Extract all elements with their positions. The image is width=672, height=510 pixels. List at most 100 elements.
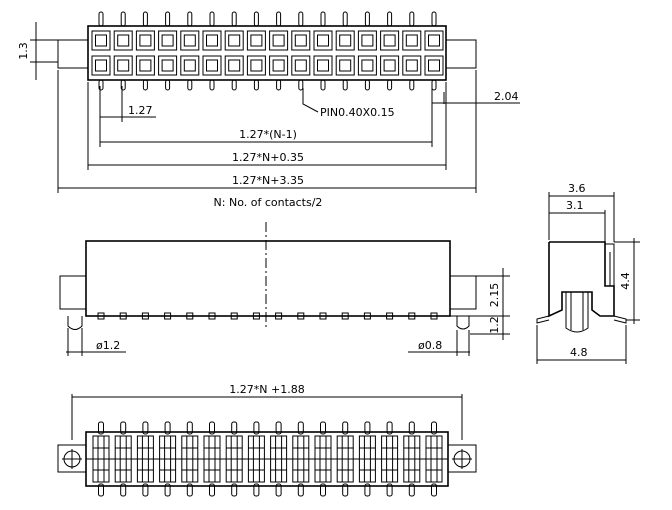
bottom-pin-upper — [98, 421, 104, 435]
top-pin-upper — [187, 11, 193, 27]
front-contact-mark — [408, 312, 416, 320]
top-pin-upper — [320, 11, 326, 27]
top-pin-lower — [165, 79, 171, 91]
dim-pitch-label: 1.27 — [128, 104, 153, 117]
top-pin-lower — [409, 79, 415, 91]
bottom-pin-lower — [120, 483, 127, 497]
top-pin-upper — [431, 11, 437, 27]
dim-peg-right: ø0.8 — [408, 330, 470, 356]
top-pin-lower — [342, 79, 348, 91]
front-peg-right — [456, 316, 470, 330]
front-contact-mark — [164, 312, 172, 320]
bottom-pin-lower — [209, 483, 215, 497]
front-contact-mark — [208, 312, 216, 320]
contact-cell — [246, 30, 266, 51]
bottom-contact-cell — [270, 435, 288, 483]
front-contact-mark — [119, 312, 127, 320]
top-body — [87, 25, 447, 81]
contact-cell — [424, 30, 444, 51]
dim-side-height: 4.4 — [614, 238, 640, 324]
front-peg-left — [67, 316, 83, 330]
mount-hole-right — [452, 449, 472, 469]
dim-pitch-span: 1.27*(N-1) — [99, 104, 433, 147]
top-wing-right — [445, 39, 477, 69]
bottom-pin-upper — [320, 421, 326, 435]
contact-cell — [269, 30, 289, 51]
dim-peg-left-label: ø1.2 — [96, 339, 120, 352]
front-contact-mark — [341, 312, 349, 320]
top-pin-lower — [187, 79, 193, 91]
top-pin-upper — [253, 11, 259, 27]
bottom-pin-lower — [408, 483, 415, 497]
bottom-contact-cell — [336, 435, 354, 483]
top-pin-lower — [253, 79, 259, 91]
dim-base-label: 4.8 — [570, 346, 588, 359]
front-contact-marks — [97, 312, 438, 320]
front-ear-right — [450, 275, 477, 310]
contact-cell — [202, 55, 222, 76]
front-contact-mark — [230, 312, 238, 320]
bottom-pin-lower — [231, 483, 238, 497]
bottom-pin-upper — [431, 421, 437, 435]
contact-cell — [246, 55, 266, 76]
front-view: 2.15 1.2 ø1.2 ø0.8 — [59, 222, 510, 356]
bottom-pin-upper — [186, 421, 193, 435]
front-contact-mark — [297, 312, 305, 320]
top-pin-upper — [409, 11, 415, 27]
top-pin-upper — [120, 11, 126, 27]
dim-upper-label: 2.15 — [488, 283, 501, 308]
dim-overall: 1.27*N+3.35 — [57, 70, 477, 193]
top-pin-upper — [142, 11, 148, 27]
dim-lower-label: 1.2 — [488, 316, 501, 334]
bottom-pin-lower — [142, 483, 149, 497]
bottom-contact-cells — [92, 435, 443, 483]
top-pin-upper — [387, 11, 393, 27]
contact-cell — [135, 55, 155, 76]
dim-offset-label: 2.04 — [494, 90, 519, 103]
side-outline — [548, 241, 615, 318]
dim-side-width-inner: 3.1 — [549, 199, 606, 242]
bottom-pin-upper — [364, 421, 371, 435]
contact-cell — [424, 55, 444, 76]
front-contact-mark — [363, 312, 371, 320]
dim-pitch: 1.27 — [99, 86, 156, 122]
bottom-pin-upper — [209, 421, 215, 435]
top-pin-lower — [298, 79, 304, 91]
top-pin-lower — [364, 79, 370, 91]
contact-cell — [402, 30, 422, 51]
dim-peg-left: ø1.2 — [66, 328, 126, 356]
contact-cell — [402, 55, 422, 76]
front-contact-mark — [252, 312, 260, 320]
dim-width-outer-label: 3.6 — [568, 182, 586, 195]
top-pin-lower — [431, 79, 437, 91]
bottom-pin-lower — [253, 483, 260, 497]
contact-cell — [269, 55, 289, 76]
dim-body-span-label: 1.27*N+0.35 — [232, 151, 304, 164]
top-pin-upper — [364, 11, 370, 27]
contact-cell — [113, 30, 133, 51]
bottom-pin-upper — [253, 421, 260, 435]
bottom-pins-lower — [98, 483, 437, 497]
contact-cell — [180, 30, 200, 51]
dim-bottom-span: 1.27*N +1.88 — [71, 383, 463, 440]
top-pin-lower — [209, 79, 215, 91]
bottom-pin-lower — [98, 483, 104, 497]
bottom-pin-upper — [231, 421, 238, 435]
contacts-note: N: No. of contacts/2 — [214, 196, 323, 209]
front-contact-mark — [275, 312, 283, 320]
top-wing-left — [57, 39, 89, 69]
dim-height-label: 4.4 — [619, 272, 632, 290]
bottom-view: 1.27*N +1.88 — [57, 383, 477, 497]
dim-bottom-span-label: 1.27*N +1.88 — [229, 383, 304, 396]
dim-peg-right-label: ø0.8 — [418, 339, 442, 352]
top-pin-lower — [231, 79, 237, 91]
bottom-pin-lower — [275, 483, 282, 497]
top-contact-cells — [91, 30, 444, 76]
top-pin-lower — [387, 79, 393, 91]
bottom-contact-cell — [403, 435, 421, 483]
pin-note-label: PIN0.40X0.15 — [320, 106, 395, 119]
contact-cell — [113, 55, 133, 76]
dim-overall-label: 1.27*N+3.35 — [232, 174, 304, 187]
bottom-pin-upper — [142, 421, 149, 435]
contact-cell — [335, 55, 355, 76]
